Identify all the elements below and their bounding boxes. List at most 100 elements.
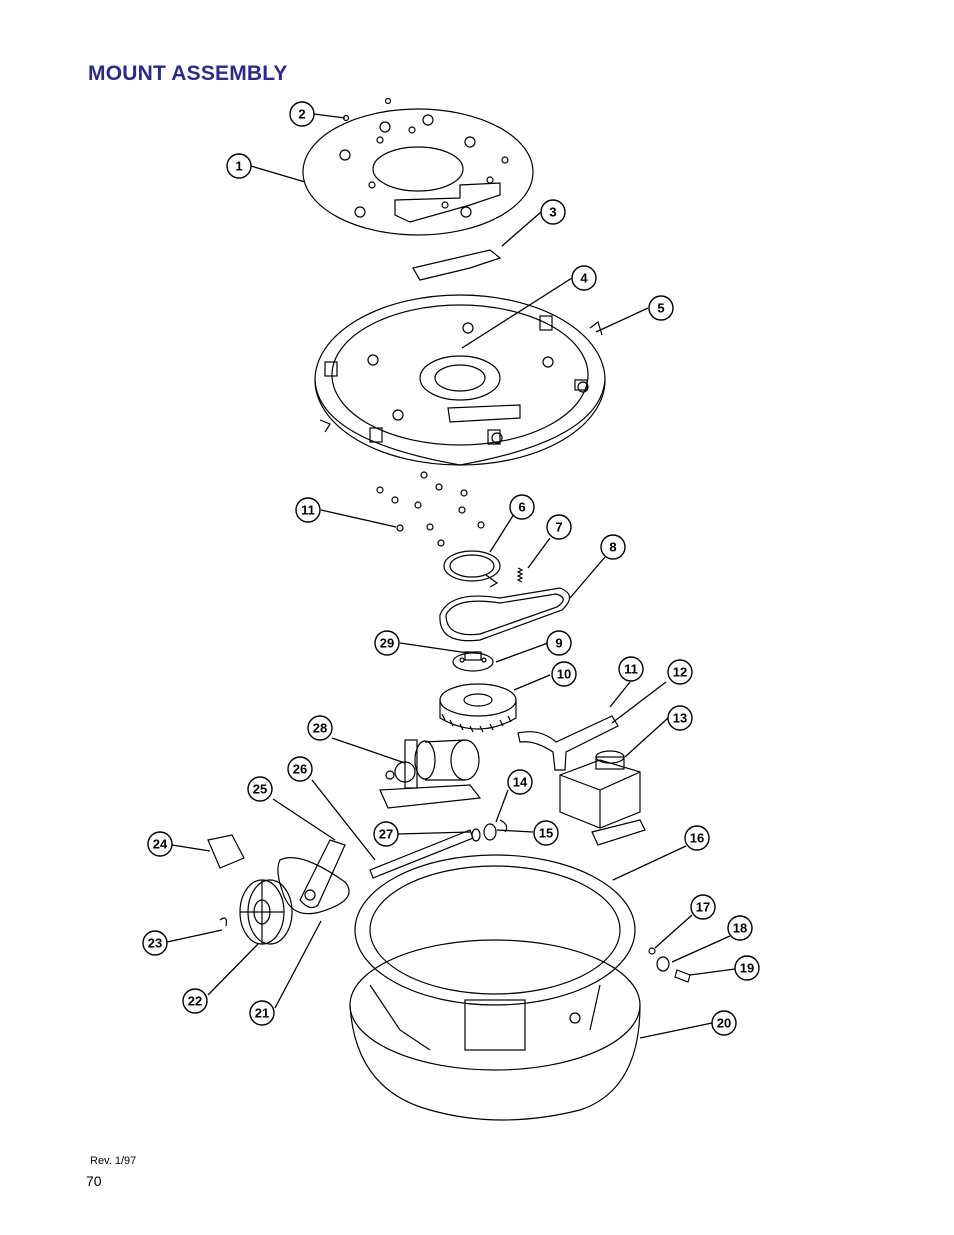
part-9-hub <box>452 651 494 672</box>
callout-circle <box>734 955 760 981</box>
callout-label: 13 <box>673 711 687 726</box>
part-23-clip <box>219 917 227 927</box>
callout-label: 11 <box>301 503 315 518</box>
part-22-pulley <box>239 879 293 945</box>
callout-circle <box>249 1000 275 1026</box>
part-26-shaft <box>369 829 474 879</box>
callout-c9: 9 <box>546 630 572 656</box>
callout-label: 24 <box>153 837 168 852</box>
callout-c15: 15 <box>533 820 559 846</box>
callout-c12: 12 <box>667 659 693 685</box>
callout-c22: 22 <box>182 988 208 1014</box>
part-19-screw <box>674 969 691 983</box>
callout-c18: 18 <box>727 915 753 941</box>
callout-label: 7 <box>555 520 562 535</box>
callout-c20: 20 <box>711 1010 737 1036</box>
callout-c17: 17 <box>690 894 716 920</box>
callout-label: 23 <box>148 936 162 951</box>
callout-label: 4 <box>580 271 588 286</box>
part-25-arm <box>299 839 346 909</box>
callout-c8: 8 <box>600 534 626 560</box>
part-8-belt <box>439 587 571 642</box>
callout-c6: 6 <box>509 494 535 520</box>
part-2-fastener-a <box>384 97 392 105</box>
callout-label: 20 <box>717 1016 731 1031</box>
callout-label: 10 <box>557 667 571 682</box>
callout-circle <box>307 715 333 741</box>
callout-label: 17 <box>696 900 710 915</box>
callout-circle <box>373 821 399 847</box>
callout-label: 21 <box>255 1006 269 1021</box>
callout-circle <box>540 199 566 225</box>
callout-circle <box>690 894 716 920</box>
callout-circle <box>533 820 559 846</box>
callout-label: 19 <box>740 961 754 976</box>
callout-circle <box>667 705 693 731</box>
callout-label: 12 <box>673 665 687 680</box>
callout-label: 26 <box>293 762 307 777</box>
callout-label: 25 <box>253 782 267 797</box>
callout-circle <box>374 630 400 656</box>
part-20-base <box>349 939 641 1121</box>
callout-circle <box>142 930 168 956</box>
callout-label: 2 <box>298 107 305 122</box>
callout-label: 27 <box>379 827 393 842</box>
callout-label: 3 <box>549 205 556 220</box>
callout-circle <box>226 153 252 179</box>
callout-circle <box>509 494 535 520</box>
part-21-belt <box>277 857 350 915</box>
part-16-ring <box>354 854 636 1006</box>
callout-c14: 14 <box>507 769 533 795</box>
part-28-gear-motor <box>379 739 482 809</box>
callout-label: 5 <box>657 301 664 316</box>
callout-label: 14 <box>513 775 528 790</box>
callout-c29: 29 <box>374 630 400 656</box>
callout-circle <box>618 656 644 682</box>
callout-circle <box>667 659 693 685</box>
callout-label: 6 <box>518 500 525 515</box>
part-18-washer <box>656 956 670 972</box>
callout-c28: 28 <box>307 715 333 741</box>
callout-c13: 13 <box>667 705 693 731</box>
callout-c2: 2 <box>289 101 315 127</box>
callout-c3: 3 <box>540 199 566 225</box>
callout-label: 18 <box>733 921 747 936</box>
callout-c11a: 11 <box>295 497 321 523</box>
part-11-screws <box>376 471 485 547</box>
callout-circle <box>711 1010 737 1036</box>
callout-circle <box>551 661 577 687</box>
part-24-bracket <box>207 834 245 869</box>
part-6-ring <box>443 550 501 588</box>
part-3-bracket <box>412 249 502 281</box>
callout-c10: 10 <box>551 661 577 687</box>
callout-label: 1 <box>235 159 242 174</box>
callout-label: 8 <box>609 540 616 555</box>
callout-c1: 1 <box>226 153 252 179</box>
page-title: MOUNT ASSEMBLY <box>88 62 288 85</box>
callout-label: 28 <box>313 721 327 736</box>
part-10-pulley <box>439 683 517 733</box>
callout-circle <box>571 265 597 291</box>
callout-c16: 16 <box>684 825 710 851</box>
callout-label: 29 <box>380 636 394 651</box>
callout-circle <box>546 514 572 540</box>
revision-label: Rev. 1/97 <box>90 1155 137 1167</box>
callout-circle <box>507 769 533 795</box>
part-27-washer <box>471 828 481 842</box>
callout-c24: 24 <box>147 831 173 857</box>
callout-c7: 7 <box>546 514 572 540</box>
callout-circle <box>247 776 273 802</box>
callout-c23: 23 <box>142 930 168 956</box>
callout-c27: 27 <box>373 821 399 847</box>
callout-label: 22 <box>188 994 202 1009</box>
part-1-top-plate <box>302 108 534 236</box>
part-17-washer <box>648 947 656 955</box>
callout-label: 15 <box>539 826 553 841</box>
part-13-motor <box>559 750 646 846</box>
callout-circle <box>727 915 753 941</box>
callout-label: 16 <box>690 831 704 846</box>
callout-c4: 4 <box>571 265 597 291</box>
callout-circle <box>600 534 626 560</box>
part-5-tray <box>314 294 606 466</box>
